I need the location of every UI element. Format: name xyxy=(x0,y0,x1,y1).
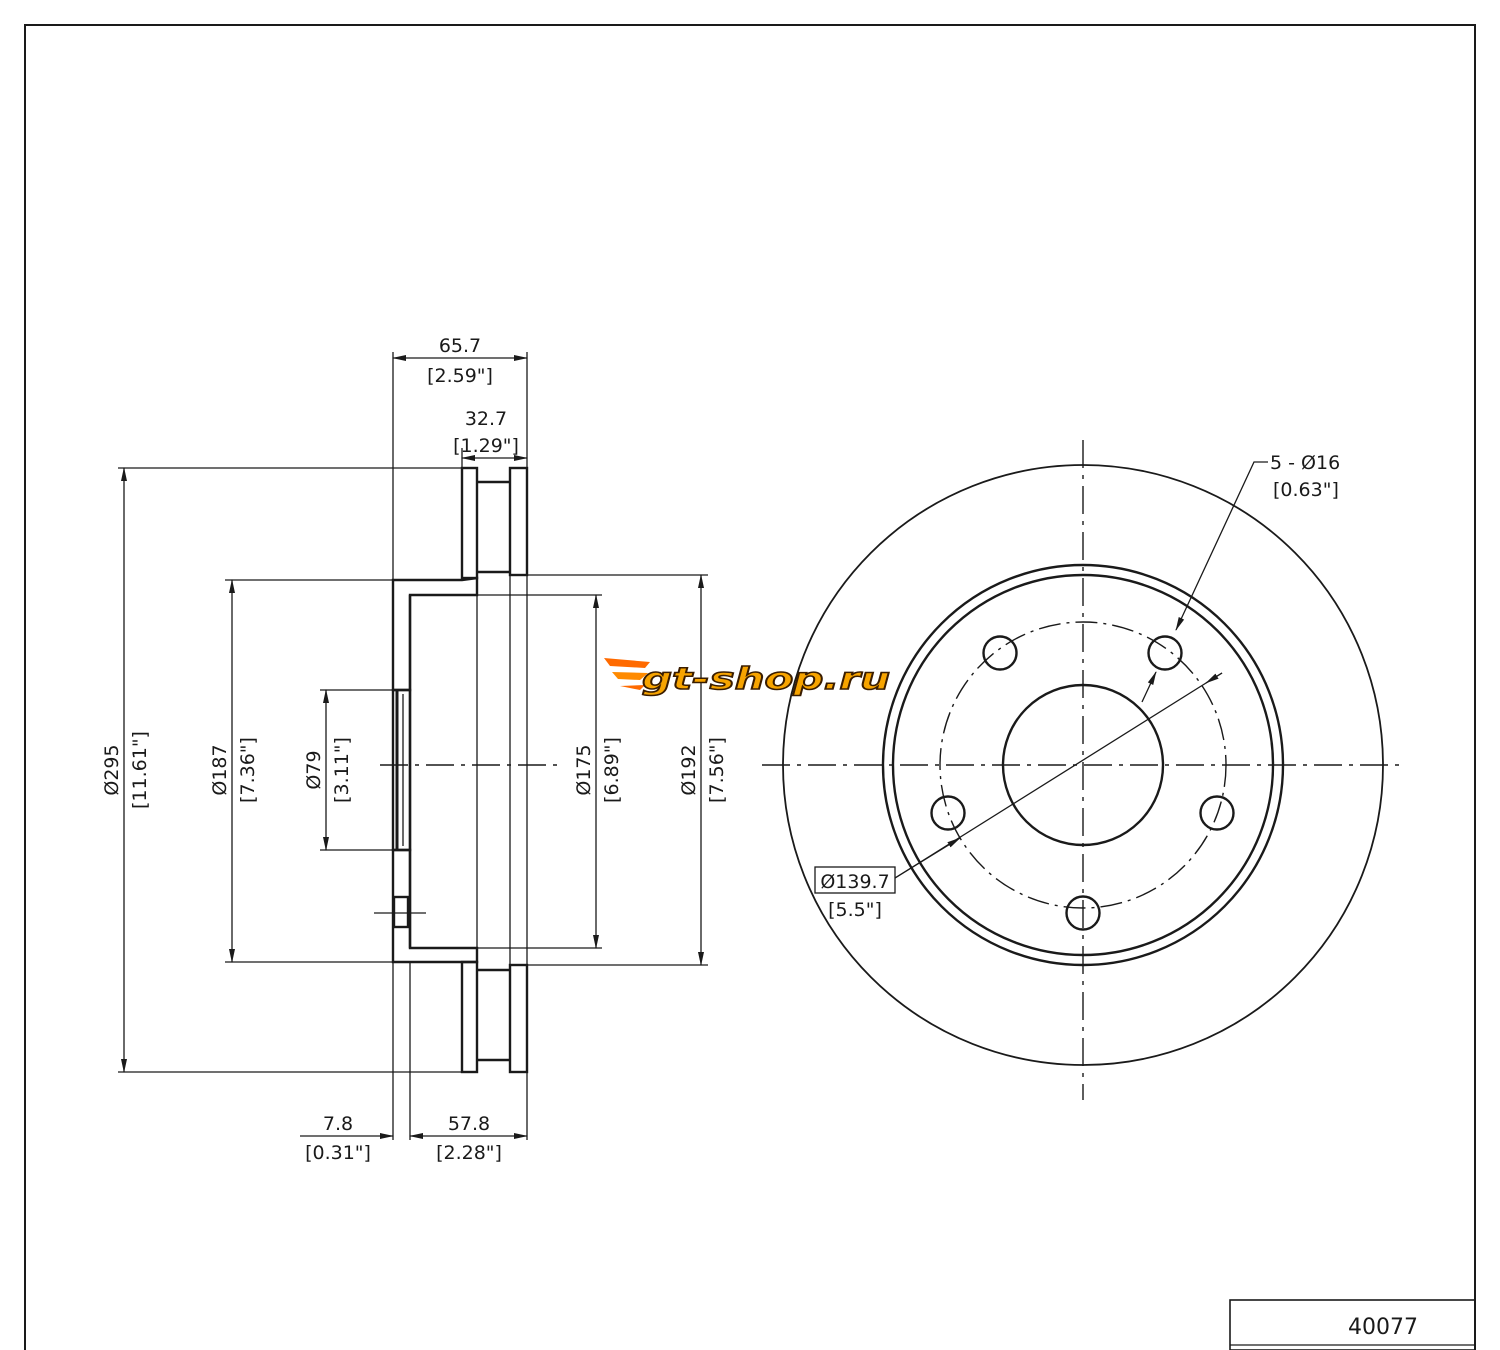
dim-inner-face-diameter-in: [7.56"] xyxy=(706,737,728,803)
dim-outer-diameter-mm: Ø295 xyxy=(101,744,123,795)
dim-outer-diameter-in: [11.61"] xyxy=(129,731,151,809)
friction-plate-top-inner xyxy=(508,466,529,577)
dim-overall-height-mm: 65.7 xyxy=(439,335,481,357)
dim-rotor-thickness-in: [1.29"] xyxy=(453,435,519,457)
dim-overall-height-in: [2.59"] xyxy=(427,365,493,387)
friction-plate-bottom-inner xyxy=(508,963,529,1074)
bolt-hole-2 xyxy=(1147,635,1183,671)
dim-rotor-thickness-mm: 32.7 xyxy=(465,408,507,430)
bolt-hole-3 xyxy=(930,795,966,831)
dim-bolt-holes-in: [0.63"] xyxy=(1273,479,1339,501)
dim-hat-diameter-in: [7.36"] xyxy=(237,737,259,803)
dim-center-bore-mm: Ø79 xyxy=(303,750,325,789)
hat-flange-bottom xyxy=(391,848,479,964)
title-block: 40077 xyxy=(1229,1299,1476,1350)
bolt-circle-label-box xyxy=(814,866,896,894)
bolt-hole-leader xyxy=(1175,461,1268,631)
dim-center-bore-in: [3.11"] xyxy=(331,737,353,803)
dim-bolt-holes-mm: 5 - Ø16 xyxy=(1270,452,1340,474)
gt-shop-logo: gt-shop.ru xyxy=(604,658,891,698)
friction-plate-bottom-outer xyxy=(460,960,479,1074)
dim-inner-diameter-in: [6.89"] xyxy=(601,737,623,803)
dim-hat-thickness-mm: 7.8 xyxy=(323,1113,353,1135)
dim-hat-diameter-mm: Ø187 xyxy=(209,744,231,795)
logo-wordmark: gt-shop.ru xyxy=(642,662,890,697)
bolt-hole-4 xyxy=(1199,795,1235,831)
front-view: 5 - Ø16 [0.63"] Ø139.7 [5.5"] xyxy=(762,440,1405,1100)
dim-bolt-circle-mm: Ø139.7 xyxy=(820,871,889,893)
dim-hat-depth-mm: 57.8 xyxy=(448,1113,490,1135)
dim-hat-depth-in: [2.28"] xyxy=(436,1142,502,1164)
dim-hat-thickness-in: [0.31"] xyxy=(305,1142,371,1164)
friction-plate-top-outer xyxy=(460,466,479,580)
bolt-hole-5 xyxy=(1065,895,1101,931)
section-view: 65.7 [2.59"] 32.7 [1.29"] Ø295 [11.61"] … xyxy=(101,335,728,1164)
dim-bolt-circle-in: [5.5"] xyxy=(828,899,882,921)
bolt-hole-section xyxy=(392,895,410,929)
dim-inner-face-diameter-mm: Ø192 xyxy=(678,744,700,795)
bolt-hole-1 xyxy=(982,635,1018,671)
sheet-border xyxy=(24,24,1476,1350)
part-number: 40077 xyxy=(1348,1315,1418,1340)
dim-inner-diameter-mm: Ø175 xyxy=(573,744,595,795)
